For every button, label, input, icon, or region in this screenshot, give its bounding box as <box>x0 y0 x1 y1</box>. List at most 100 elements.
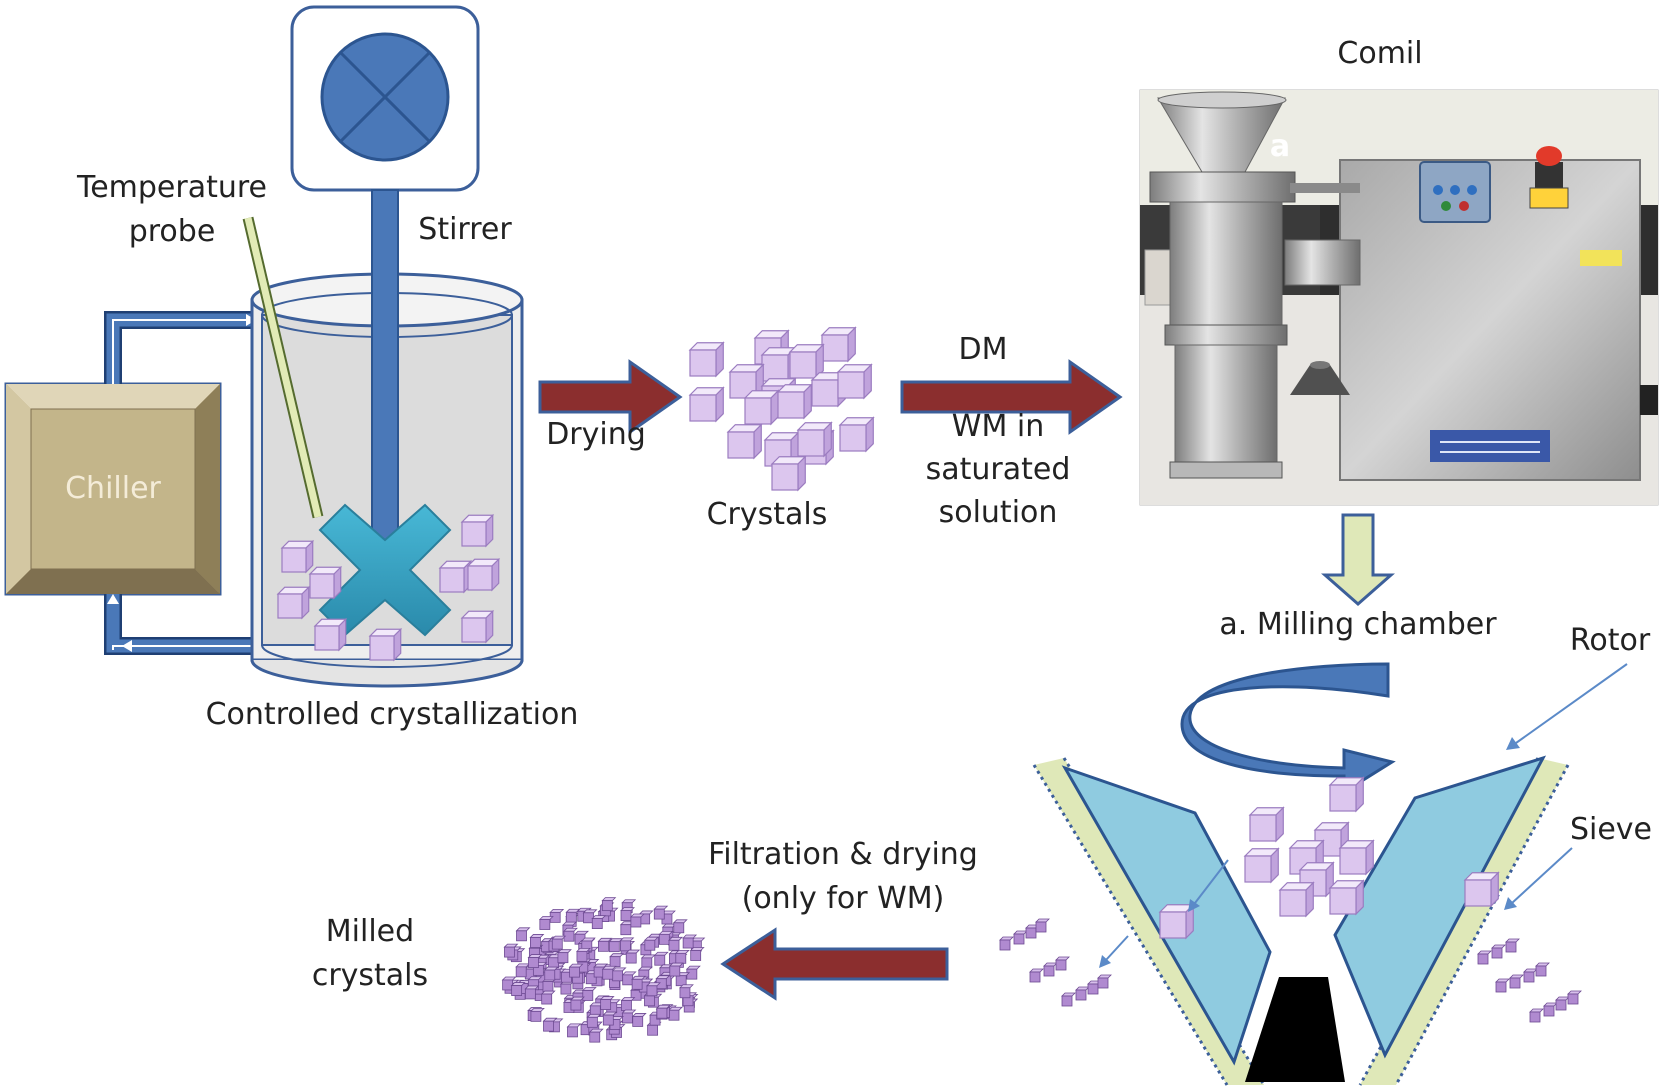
crystallization-caption: Controlled crystallization <box>206 697 579 732</box>
milled-particle <box>1505 938 1520 953</box>
down-arrow <box>1321 513 1395 606</box>
crystal-cube <box>466 557 501 592</box>
milled-particle <box>1055 956 1070 971</box>
milled-particle <box>1523 968 1538 983</box>
crystal-cube <box>796 421 833 458</box>
milled-particle <box>620 997 636 1011</box>
milled-particle <box>1029 968 1044 983</box>
milled-particle <box>655 1004 671 1019</box>
crystal-cube <box>1243 847 1280 884</box>
milled-particle <box>658 930 674 945</box>
milled-particle <box>685 965 701 980</box>
impeller <box>318 503 452 637</box>
milled-particle <box>593 963 609 978</box>
milled-particle <box>524 985 540 1000</box>
crystal-cube <box>770 455 807 492</box>
milled-particle <box>1509 974 1524 989</box>
milled-particle <box>619 937 635 952</box>
milled-particle <box>629 913 645 928</box>
crystal-cube <box>743 389 780 426</box>
crystal-cube <box>776 383 813 420</box>
crystal-cube <box>280 539 315 574</box>
milling-chamber-label: a. Milling chamber <box>1219 607 1497 642</box>
comil-title: Comil <box>1337 36 1422 71</box>
crystal-cube <box>836 363 873 400</box>
crystal-cube <box>1328 776 1365 813</box>
drying-arrow <box>538 359 683 435</box>
crystal-cube <box>838 416 875 453</box>
milled-particle <box>501 976 517 991</box>
rotation-arrow <box>1180 662 1396 795</box>
filtration-label: Filtration & drying(only for WM) <box>708 837 978 916</box>
crystal-cube <box>1463 871 1500 908</box>
milled-particle <box>643 936 659 951</box>
milled-particle <box>569 996 585 1011</box>
rotor-blade-right <box>1333 755 1547 1059</box>
milled-particle <box>563 927 578 942</box>
fine-particles <box>999 918 1582 1023</box>
coolant-pipes <box>104 311 256 655</box>
milled-particle <box>586 1013 602 1028</box>
filtration-arrow <box>720 927 949 1001</box>
crystal-cube <box>1278 881 1315 918</box>
milled-particle <box>609 953 625 968</box>
milled-particle <box>599 996 615 1010</box>
milled-particle <box>549 908 565 923</box>
crystal-cube <box>820 326 857 363</box>
dm-wm-arrow <box>900 359 1123 435</box>
milled-particle <box>689 947 705 961</box>
milled-particle <box>1061 992 1076 1007</box>
milled-particle <box>556 949 572 964</box>
milled-particle <box>1491 944 1506 959</box>
milled-particle <box>620 907 635 922</box>
milled-particle <box>631 1013 647 1027</box>
callout-arrows <box>1099 663 1628 968</box>
milled-particle <box>668 962 684 977</box>
milled-particle <box>1543 1002 1558 1017</box>
milled-particle <box>621 1009 637 1024</box>
comil-photo: a <box>1139 89 1659 506</box>
stirrer <box>290 5 480 637</box>
crystal-cube <box>460 609 495 644</box>
milled-particle <box>631 975 647 990</box>
milled-particle <box>597 937 613 952</box>
milled-particle <box>637 966 653 981</box>
milled-particle <box>515 963 531 978</box>
milled-particle <box>682 934 698 949</box>
milled-particle <box>1013 930 1028 945</box>
sieve-label: Sieve <box>1570 812 1652 847</box>
milled-particle <box>1529 1008 1544 1023</box>
milled-particle <box>515 927 531 942</box>
milled-particle <box>621 971 637 986</box>
milled-particle <box>1555 996 1570 1011</box>
milled-particle <box>527 976 543 991</box>
chamber-outlet <box>1245 977 1345 1082</box>
milled-particle <box>581 987 597 1001</box>
milled-particle <box>640 954 656 969</box>
milled-particle <box>1495 978 1510 993</box>
milled-particle <box>551 935 567 950</box>
milled-particle <box>674 949 690 964</box>
temperature-probe <box>242 216 324 519</box>
milled-particle <box>543 966 559 981</box>
crystal-cube <box>276 585 311 620</box>
crystal-cube <box>788 343 825 380</box>
chiller-label: Chiller <box>65 471 161 506</box>
milled-particle <box>625 949 641 964</box>
crystals-label: Crystals <box>707 497 828 532</box>
crystal-cube <box>460 513 495 548</box>
chamber-crystals <box>1158 776 1500 940</box>
milled-particle <box>538 916 554 930</box>
milled-particle <box>653 905 669 920</box>
milled-particle <box>668 1006 683 1021</box>
milled-particle <box>1035 918 1050 933</box>
milled-particle <box>503 943 519 958</box>
crystal-cube <box>726 423 763 460</box>
milled-particle <box>668 936 683 951</box>
crystal-cube <box>1338 839 1375 876</box>
drying-label: Drying <box>546 417 646 452</box>
milled-particle <box>602 1011 618 1026</box>
